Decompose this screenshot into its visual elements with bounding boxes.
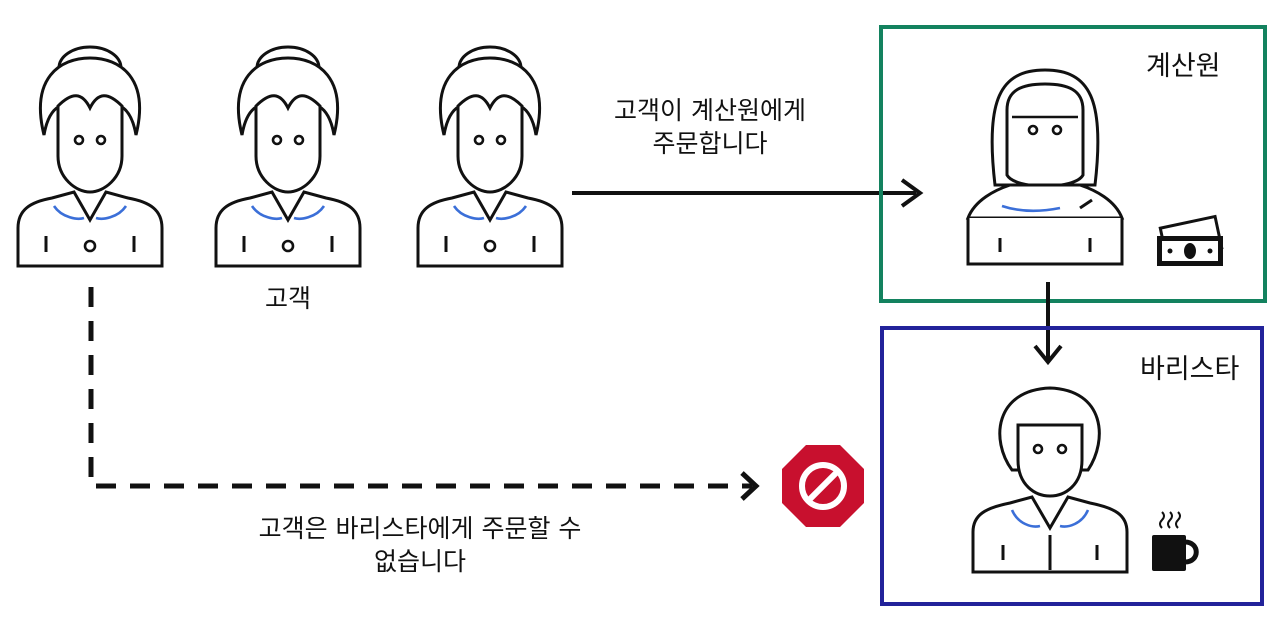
order-arrow-label-line2: 주문합니다 [652,129,768,158]
handoff-arrow [1033,282,1063,366]
order-arrow-label-line1: 고객이 계산원에게 [614,96,806,125]
customer-icon [16,45,164,268]
blocked-path [88,287,760,501]
cash-icon [1157,214,1224,266]
customers-label: 고객 [264,284,311,313]
barista-title: 바리스타 [1140,354,1240,385]
customer-icon [416,45,564,268]
cashier-icon [965,68,1125,266]
order-arrow [572,178,924,208]
blocked-label: 고객은 바리스타에게 주문할 수 없습니다 [220,512,620,578]
barista-box [880,326,1264,606]
stop-sign-icon [782,445,864,527]
barista-icon [971,386,1129,574]
coffee-cup-icon [1152,511,1199,571]
cashier-box [879,25,1267,303]
cashier-title: 계산원 [1146,51,1221,82]
order-arrow-label: 고객이 계산원에게 주문합니다 [580,94,840,160]
blocked-label-line1: 고객은 바리스타에게 주문할 수 [258,514,582,543]
customer-icon [214,45,362,268]
blocked-label-line2: 없습니다 [373,547,466,576]
